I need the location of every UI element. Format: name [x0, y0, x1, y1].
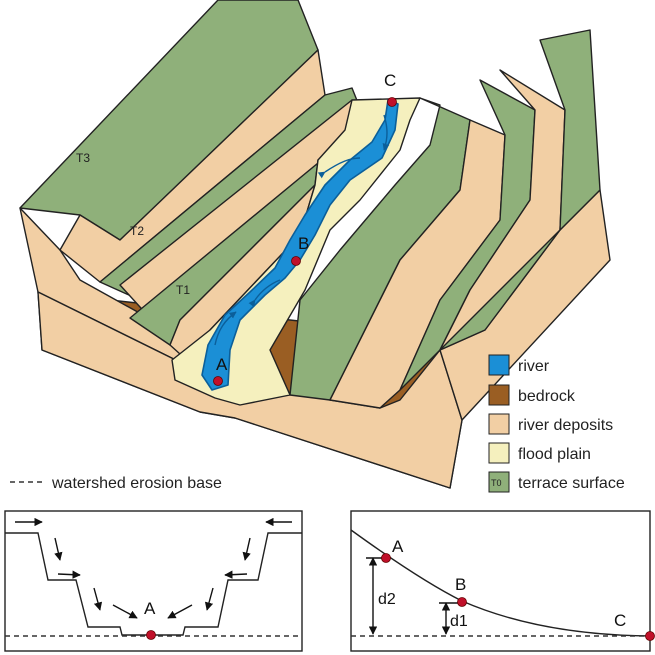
- block-diagram: [19, 0, 611, 489]
- point-a-marker: [213, 376, 223, 386]
- cs-arrow-9: [204, 587, 214, 611]
- right-terrace-high: [439, 29, 601, 351]
- cross-section-frame: [4, 510, 303, 652]
- river-channel: [201, 99, 399, 391]
- profile-frame: [350, 510, 651, 652]
- profile-point-a-marker: [381, 553, 391, 563]
- cs-point-a-label: A: [144, 599, 156, 618]
- flow-arrow-2: [317, 157, 361, 179]
- cs-arrow-8: [224, 570, 248, 579]
- cs-arrow-4: [93, 587, 103, 611]
- legend-label-river-deposits: river deposits: [518, 417, 613, 434]
- legend-label-flood-plain: flood plain: [518, 446, 591, 463]
- flow-arrow-4: [214, 311, 237, 346]
- flow-arrow-1: [382, 114, 390, 151]
- cs-arrow-2: [54, 537, 63, 561]
- legend-label-river: river: [518, 358, 550, 375]
- terrace-label-t3: T3: [76, 151, 90, 165]
- legend-swatch-river: [488, 354, 510, 376]
- legend-swatch-flood-plain: [488, 442, 510, 464]
- cs-arrow-3: [57, 570, 81, 579]
- cs-arrow-10: [167, 604, 193, 619]
- cross-section-panel: A: [4, 510, 303, 652]
- cs-point-a-marker: [146, 630, 156, 640]
- point-c-label: C: [384, 71, 396, 90]
- legend: river bedrock river deposits flood plain…: [488, 354, 625, 493]
- profile-point-b-marker: [457, 597, 467, 607]
- legend-swatch-river-deposits: [488, 413, 510, 435]
- cs-arrow-7: [242, 537, 251, 561]
- legend-label-terrace-surface: terrace surface: [518, 475, 625, 492]
- point-b-marker: [291, 256, 301, 266]
- legend-swatch-terrace-code: T0: [491, 478, 502, 488]
- profile-point-c-label: C: [614, 611, 626, 630]
- d2-label: d2: [378, 591, 396, 608]
- profile-point-c-marker: [645, 631, 655, 641]
- point-c-marker: [387, 97, 397, 107]
- legend-swatch-terrace-surface: [488, 471, 510, 493]
- point-a-label: A: [216, 355, 228, 374]
- cs-arrow-5: [112, 604, 138, 619]
- terrace-label-t2: T2: [130, 224, 144, 238]
- profile-point-a-label: A: [392, 537, 404, 556]
- point-b-label: B: [298, 234, 309, 253]
- profile-point-b-label: B: [455, 575, 466, 594]
- profile-panel: d2 d1 A B C: [350, 510, 655, 652]
- legend-swatch-bedrock: [488, 384, 510, 406]
- terrace-label-t1: T1: [176, 283, 190, 297]
- legend-label-bedrock: bedrock: [518, 388, 576, 405]
- d1-label: d1: [450, 613, 468, 630]
- erosion-base-legend-label: watershed erosion base: [51, 475, 222, 492]
- flow-arrow-3: [248, 279, 281, 308]
